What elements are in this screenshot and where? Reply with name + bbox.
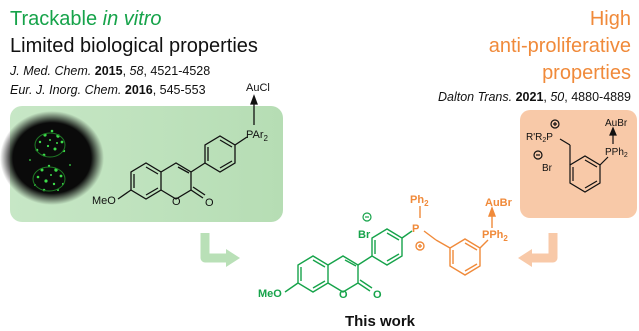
left-subtitle: Limited biological properties <box>10 35 258 57</box>
left-arrow <box>200 233 240 267</box>
center-ph2-label: Ph2 <box>410 194 429 208</box>
ref-volume: 58 <box>129 64 144 78</box>
ref-volume: 50 <box>550 90 565 104</box>
center-bromide-charge <box>362 212 372 222</box>
microscopy-image <box>0 111 104 205</box>
right-pph2-label: PPh2 <box>605 147 628 159</box>
center-pph2-label: PPh2 <box>482 229 508 243</box>
left-ring-o-label: O <box>172 196 181 208</box>
ref-pages: 4880-4889 <box>571 90 631 104</box>
left-carbonyl-o-label: O <box>205 197 214 209</box>
ref-journal: J. Med. Chem. <box>10 64 92 78</box>
center-meo-label: MeO <box>258 288 282 300</box>
center-ring-o-label: O <box>339 289 348 301</box>
right-ref: Dalton Trans. 2021, 50, 4880-4889 <box>438 90 631 104</box>
ref-pages: 545-553 <box>159 83 206 97</box>
left-molecule <box>117 94 258 200</box>
ref-year: 2021 <box>515 90 544 104</box>
left-ref-1: J. Med. Chem. 2015, 58, 4521-4528 <box>10 64 211 78</box>
center-carbonyl-o-label: O <box>373 289 382 301</box>
left-meo-label: MeO <box>92 195 116 207</box>
center-p-label: P <box>412 223 419 235</box>
center-aubr-label: AuBr <box>485 197 513 209</box>
left-title-text: Trackable <box>10 8 103 30</box>
right-aubr-label: AuBr <box>605 118 628 129</box>
left-par-label: PAr2 <box>246 129 269 143</box>
center-coumarin <box>284 228 413 293</box>
left-title: Trackable in vitro <box>10 8 162 30</box>
ref-journal: Dalton Trans. <box>438 90 513 104</box>
ref-journal: Eur. J. Inorg. Chem. <box>10 83 122 97</box>
right-arrow <box>518 233 558 267</box>
right-line-3: properties <box>542 62 631 84</box>
left-ref-2: Eur. J. Inorg. Chem. 2016, 545-553 <box>10 83 206 97</box>
this-work-caption: This work <box>345 313 416 330</box>
left-title-italic: in vitro <box>102 8 162 30</box>
right-line-2: anti-proliferative <box>488 35 631 57</box>
ref-pages: 4521-4528 <box>150 64 211 78</box>
right-compound-panel <box>520 110 637 218</box>
right-molecule <box>533 119 617 193</box>
ref-year: 2015 <box>94 64 123 78</box>
right-bromide-label: Br <box>542 163 553 174</box>
ref-year: 2016 <box>124 83 153 97</box>
right-line-1: High <box>589 8 631 30</box>
center-phosphonium <box>415 206 497 276</box>
right-phosphonium-label: R'R2P <box>526 132 553 144</box>
center-bromide-label: Br <box>358 229 371 241</box>
left-aucl-label: AuCl <box>246 82 270 94</box>
